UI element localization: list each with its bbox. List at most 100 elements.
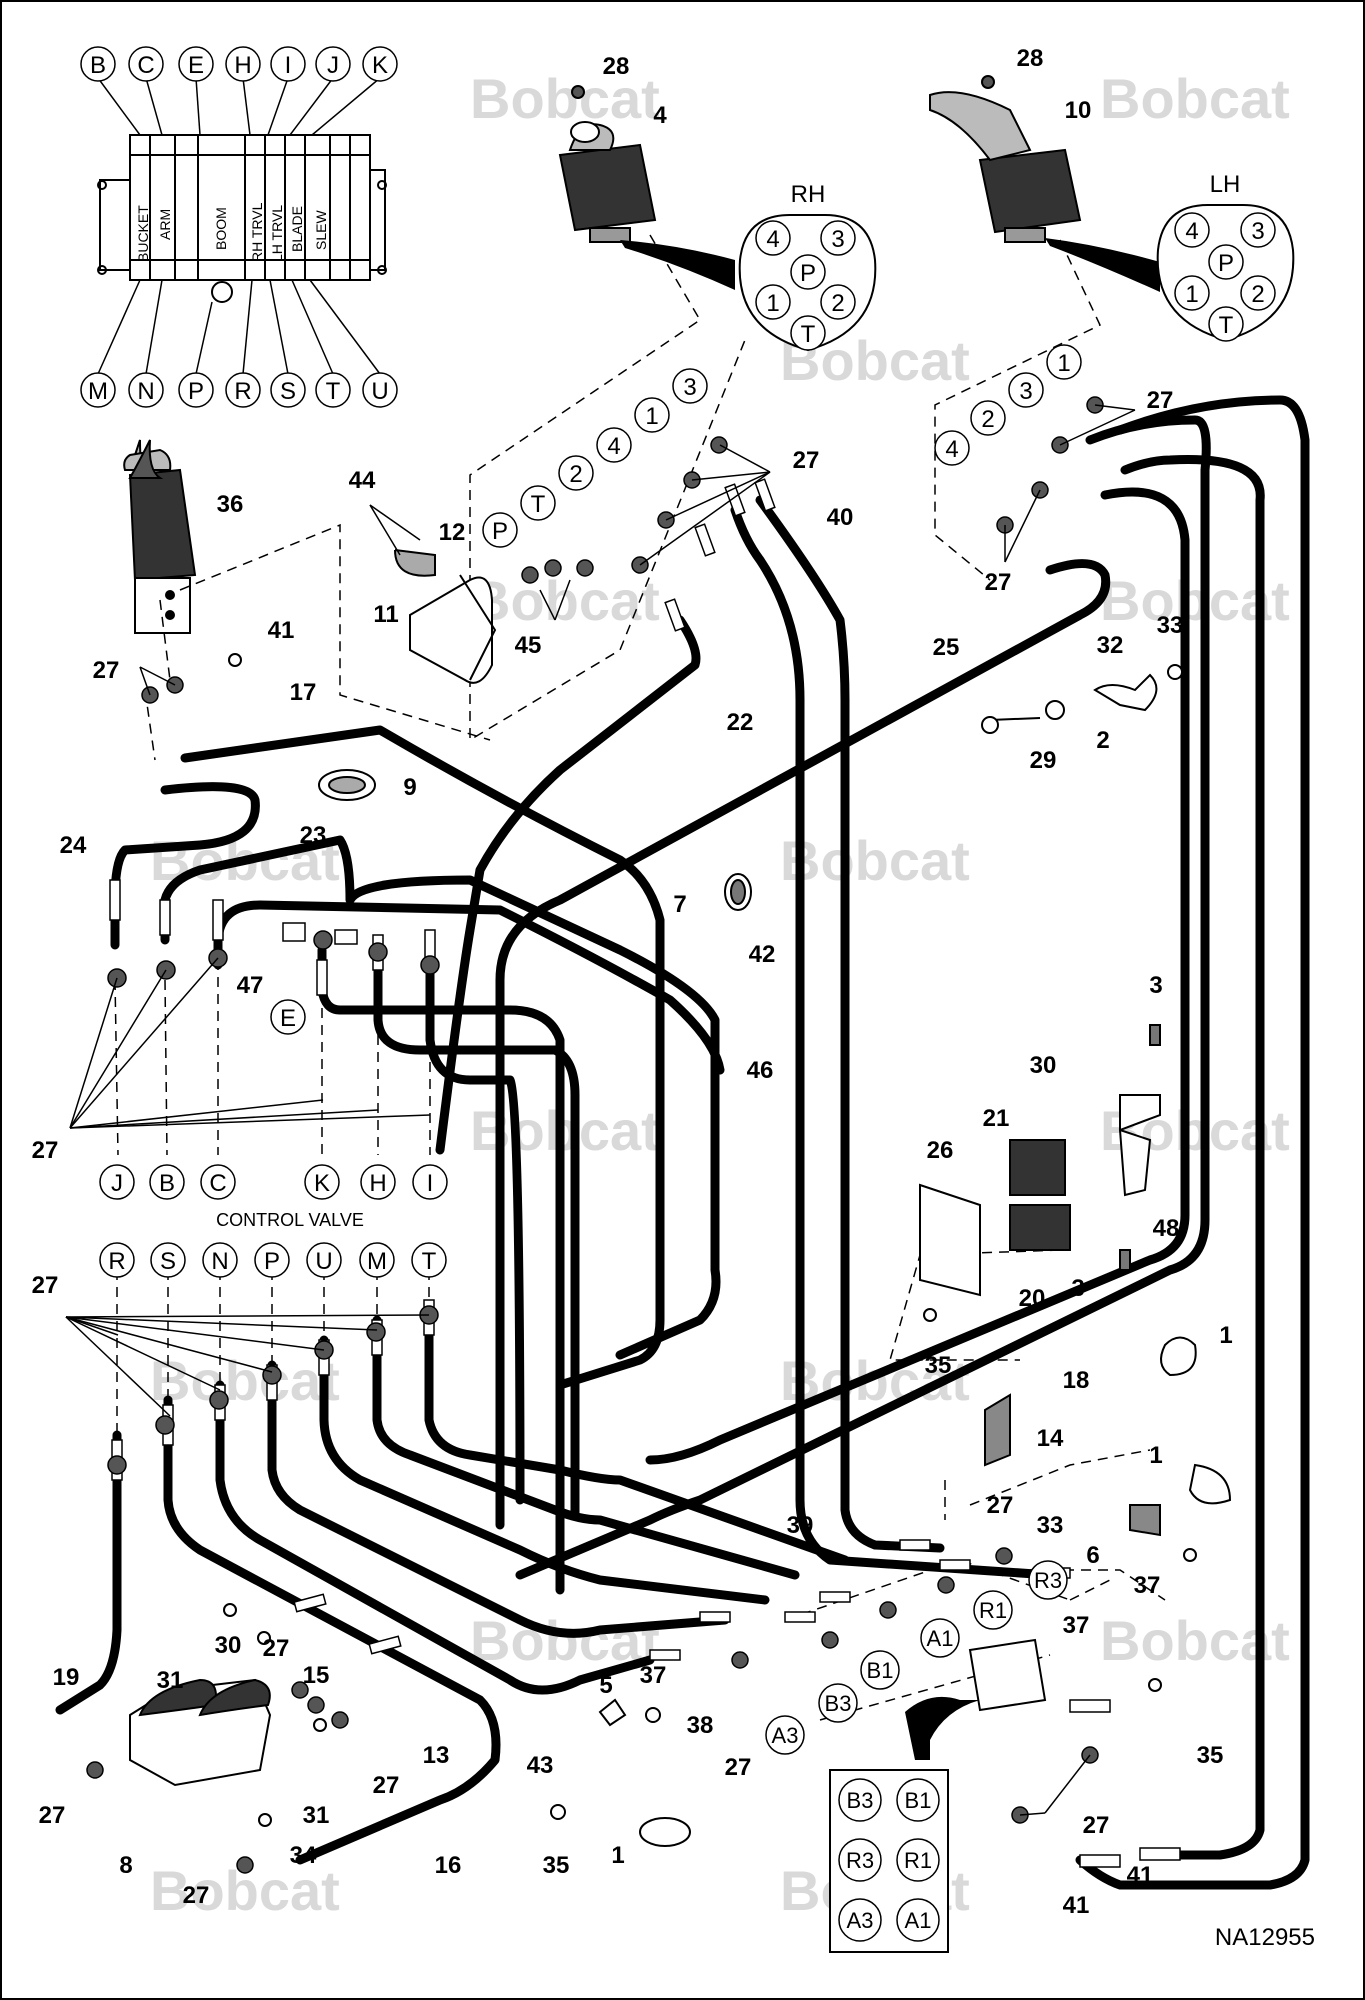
- clamp-32: [1093, 673, 1158, 712]
- callout: 45: [515, 632, 542, 659]
- callout: 3: [1071, 1275, 1084, 1302]
- callout: 27: [725, 1754, 752, 1781]
- nut-31: [313, 1718, 327, 1732]
- watermark: Bobcat: [780, 829, 970, 892]
- tie-1: [639, 1817, 691, 1847]
- callout: 7: [673, 891, 686, 918]
- callout: 2: [1096, 727, 1109, 754]
- watermark: Bobcat: [1100, 67, 1290, 130]
- lh-joystick: [929, 75, 1082, 243]
- port-number: 2: [1251, 281, 1264, 308]
- callout-leaders: [65, 404, 1136, 1816]
- port-label: A1: [905, 1908, 932, 1933]
- callout: 11: [373, 601, 398, 628]
- section-label: BOOM: [213, 207, 229, 250]
- port-number: 4: [945, 436, 958, 463]
- port-letter: S: [280, 378, 296, 405]
- port-number: 1: [1057, 350, 1070, 377]
- callout: 29: [1030, 747, 1057, 774]
- bolt-29: [981, 716, 999, 734]
- port-letter: U: [371, 378, 388, 405]
- port-label: R3: [1034, 1568, 1062, 1593]
- callout: 27: [793, 447, 820, 474]
- watermark: Bobcat: [470, 569, 660, 632]
- callout: 1: [1149, 1442, 1162, 1469]
- port-number: 2: [981, 406, 994, 433]
- port-letter: I: [427, 1170, 434, 1197]
- port-label: A3: [847, 1908, 874, 1933]
- callout: 23: [300, 822, 327, 849]
- lh-port-cluster: LH 4 3 P 1 2 T: [1156, 171, 1295, 342]
- hose-r1: [424, 1305, 850, 1565]
- callout: 30: [1030, 1052, 1057, 1079]
- callout: 12: [439, 519, 466, 546]
- switch-panel-21: [1009, 1139, 1066, 1196]
- valve-section-labels: BUCKET ARM BOOM RH TRVL LH TRVL BLADE SL…: [135, 202, 329, 262]
- port-number: 3: [1251, 218, 1264, 245]
- port-number: 4: [1185, 218, 1198, 245]
- callout: 25: [933, 634, 960, 661]
- port-letter: B: [159, 1170, 175, 1197]
- port-number: P: [800, 260, 816, 287]
- tie-1: [1160, 1336, 1197, 1377]
- hose-layer: [55, 395, 1310, 1890]
- callout: 37: [1063, 1612, 1090, 1639]
- callout: 27: [32, 1137, 59, 1164]
- port-letter: T: [422, 1248, 437, 1275]
- rh-port-title: RH: [791, 181, 826, 208]
- port-number: 1: [766, 290, 779, 317]
- callout: 26: [927, 1137, 954, 1164]
- callout: 27: [32, 1272, 59, 1299]
- pilot-manifold-11-12: [409, 576, 493, 684]
- hose-16: [163, 1395, 501, 1865]
- port-letter: U: [315, 1248, 332, 1275]
- hose-18-inner: [645, 487, 1190, 1465]
- callout: 36: [217, 491, 244, 518]
- callout: 5: [599, 1672, 612, 1699]
- port-letter: J: [111, 1170, 123, 1197]
- fitting-nuts: [86, 396, 1104, 1874]
- lh-port-arrow: [1045, 238, 1160, 292]
- section-label: BUCKET: [135, 205, 151, 262]
- hose-38: [267, 1360, 730, 1638]
- callout: 9: [403, 774, 416, 801]
- figure-id: NA12955: [1215, 1924, 1315, 1951]
- callout: 42: [749, 941, 776, 968]
- port-label: R3: [846, 1848, 874, 1873]
- port-number: 2: [831, 290, 844, 317]
- port-letter: P: [264, 1248, 280, 1275]
- fitting-44: [394, 549, 436, 577]
- port-letter: N: [137, 378, 154, 405]
- callout: 17: [290, 679, 317, 706]
- plate-26: [919, 1183, 981, 1297]
- callout: 27: [373, 1772, 400, 1799]
- callout: 41: [1127, 1862, 1154, 1889]
- callout: 30: [215, 1632, 242, 1659]
- callout: 27: [39, 1802, 66, 1829]
- misc-parts: [129, 549, 1232, 1847]
- callout: 22: [727, 709, 754, 736]
- port-letter: J: [327, 52, 339, 79]
- port-letter: 2: [569, 461, 582, 488]
- callout: 32: [1097, 632, 1124, 659]
- bolt-35: [1148, 1678, 1162, 1692]
- port-number: 4: [766, 226, 779, 253]
- travel-port-letters: R3 R1 A1 B1 B3 A3: [765, 1560, 1068, 1755]
- clip-3: [1149, 1024, 1161, 1046]
- callout: 38: [687, 1712, 714, 1739]
- bolt-35: [923, 1308, 937, 1322]
- callout: 10: [1065, 97, 1092, 124]
- port-letter: M: [88, 378, 108, 405]
- hose-25: [495, 559, 1111, 1530]
- port-number: T: [801, 321, 816, 348]
- port-letter: H: [234, 52, 251, 79]
- port-label: R1: [979, 1598, 1007, 1623]
- rh-hose-port-letters: P T 2 4 1 3: [482, 368, 708, 548]
- callout: 47: [237, 972, 264, 999]
- callout: 44: [349, 467, 376, 494]
- control-valve-label: CONTROL VALVE: [216, 1210, 364, 1230]
- hose-24: [110, 782, 260, 950]
- callout: 27: [985, 569, 1012, 596]
- port-letter: M: [367, 1248, 387, 1275]
- valve-lower-ports: R S N P U M T: [99, 1242, 447, 1278]
